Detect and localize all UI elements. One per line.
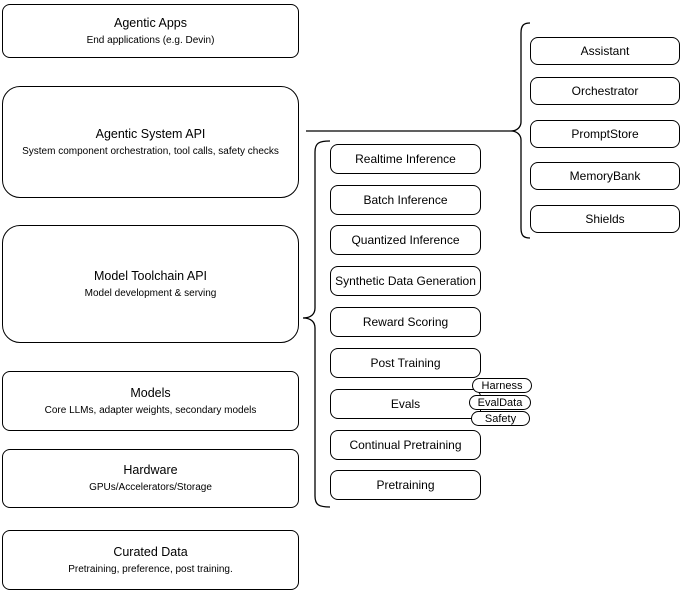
tag-harness: Harness [472,378,532,393]
node-hardware: Hardware GPUs/Accelerators/Storage [2,449,299,508]
node-realtime-inference: Realtime Inference [330,144,481,174]
node-batch-inference: Batch Inference [330,185,481,215]
node-model-toolchain-api: Model Toolchain API Model development & … [2,225,299,343]
node-reward-scoring: Reward Scoring [330,307,481,337]
node-label: Batch Inference [363,193,448,207]
node-title: Hardware [123,463,178,477]
node-shields: Shields [530,205,680,233]
node-label: Realtime Inference [355,152,456,166]
node-agentic-system-api: Agentic System API System component orch… [2,86,299,198]
node-title: Models [130,385,171,400]
node-label: Post Training [370,356,441,370]
node-label: Pretraining [376,478,435,492]
node-orchestrator: Orchestrator [530,77,680,105]
node-label: Orchestrator [571,84,639,98]
node-curated-data: Curated Data Pretraining, preference, po… [2,530,299,590]
tag-label: Safety [484,412,517,425]
node-label: Reward Scoring [362,315,449,329]
tag-label: EvalData [477,396,523,409]
node-quantized-inference: Quantized Inference [330,225,481,255]
node-subtitle: System component orchestration, tool cal… [22,145,279,157]
node-agentic-apps: Agentic Apps End applications (e.g. Devi… [2,4,299,58]
system-brace [510,22,531,239]
node-label: MemoryBank [569,169,641,183]
node-label: Shields [585,212,625,226]
node-subtitle: Model development & serving [84,287,217,299]
node-subtitle: GPUs/Accelerators/Storage [89,482,212,493]
tag-label: Harness [481,379,523,392]
toolchain-brace [302,140,331,508]
node-subtitle: End applications (e.g. Devin) [86,34,215,46]
node-label: Continual Pretraining [349,438,462,452]
node-pretraining: Pretraining [330,470,481,500]
node-title: Model Toolchain API [93,268,208,283]
node-post-training: Post Training [330,348,481,378]
node-continual-pretraining: Continual Pretraining [330,430,481,460]
tag-evaldata: EvalData [469,395,531,410]
node-label: Evals [390,397,421,411]
node-models: Models Core LLMs, adapter weights, secon… [2,371,299,431]
node-evals: Evals [330,389,481,419]
node-title: Curated Data [113,544,188,559]
node-label: Quantized Inference [351,233,460,247]
node-subtitle: Core LLMs, adapter weights, secondary mo… [44,404,257,416]
node-title: Agentic Apps [114,15,187,30]
node-synthetic-data-generation: Synthetic Data Generation [330,266,481,296]
node-label: PromptStore [571,127,639,141]
tag-safety: Safety [471,411,530,426]
node-label: Assistant [580,44,630,58]
node-memorybank: MemoryBank [530,162,680,190]
node-assistant: Assistant [530,37,680,65]
node-promptstore: PromptStore [530,120,680,148]
node-label: Synthetic Data Generation [335,274,476,288]
node-subtitle: Pretraining, preference, post training. [68,563,233,575]
node-title: Agentic System API [95,126,206,141]
